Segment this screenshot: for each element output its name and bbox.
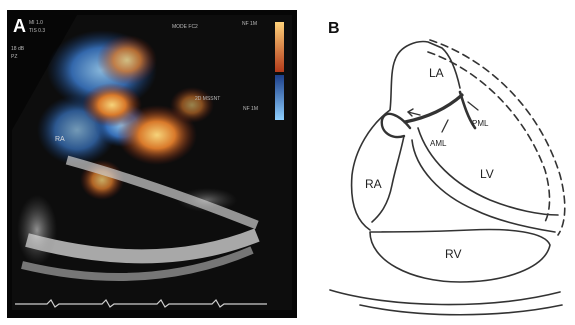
- overlay-text: 2D MSSNT: [195, 96, 220, 102]
- overlay-text: NF 1M: [242, 21, 257, 27]
- leaflet-label-pml: PML: [472, 119, 489, 128]
- lv-dashed-wall-outer: [430, 40, 565, 235]
- chamber-label-lv: LV: [480, 167, 494, 181]
- overlay-text: TIS 0.3: [29, 28, 45, 34]
- panel-a-echo-image: MI 1.0 TIS 0.3 18 dB PZ MODE FC2 NF 1M 2…: [7, 10, 297, 318]
- overlay-text: 18 dB: [11, 46, 25, 52]
- aml-pointer: [442, 120, 448, 132]
- lv-inner-wall: [412, 140, 555, 232]
- velocity-scale-top: [275, 22, 284, 72]
- echo-ra-label: RA: [55, 136, 65, 143]
- ra-wall: [352, 110, 390, 230]
- leaflet-label-aml: AML: [430, 139, 447, 148]
- overlay-text: NF 1M: [243, 106, 258, 112]
- panel-b-label: B: [328, 20, 340, 38]
- outer-arc: [330, 290, 560, 305]
- chamber-label-la: LA: [429, 66, 444, 80]
- la-wall-top: [395, 42, 460, 88]
- chamber-label-ra: RA: [365, 177, 382, 191]
- velocity-scale-bottom: [275, 75, 284, 120]
- echo-image: MI 1.0 TIS 0.3 18 dB PZ MODE FC2 NF 1M 2…: [7, 10, 297, 318]
- panel-a-label: A: [13, 16, 26, 37]
- overlay-text: PZ: [11, 54, 17, 60]
- mitral-annulus: [405, 95, 462, 122]
- overlay-text: MI 1.0: [29, 20, 43, 26]
- panel-b-schematic: LA LV RA RV AML PML B: [300, 0, 575, 320]
- aortic-root: [382, 114, 410, 137]
- chamber-label-rv: RV: [445, 247, 461, 261]
- lv-dashed-wall-inner: [428, 52, 550, 222]
- overlay-text: MODE FC2: [172, 24, 198, 30]
- outer-arc-lower: [360, 305, 562, 315]
- la-wall-left: [390, 60, 395, 110]
- pml-pointer: [468, 102, 478, 110]
- heart-schematic: LA LV RA RV AML PML: [300, 0, 575, 320]
